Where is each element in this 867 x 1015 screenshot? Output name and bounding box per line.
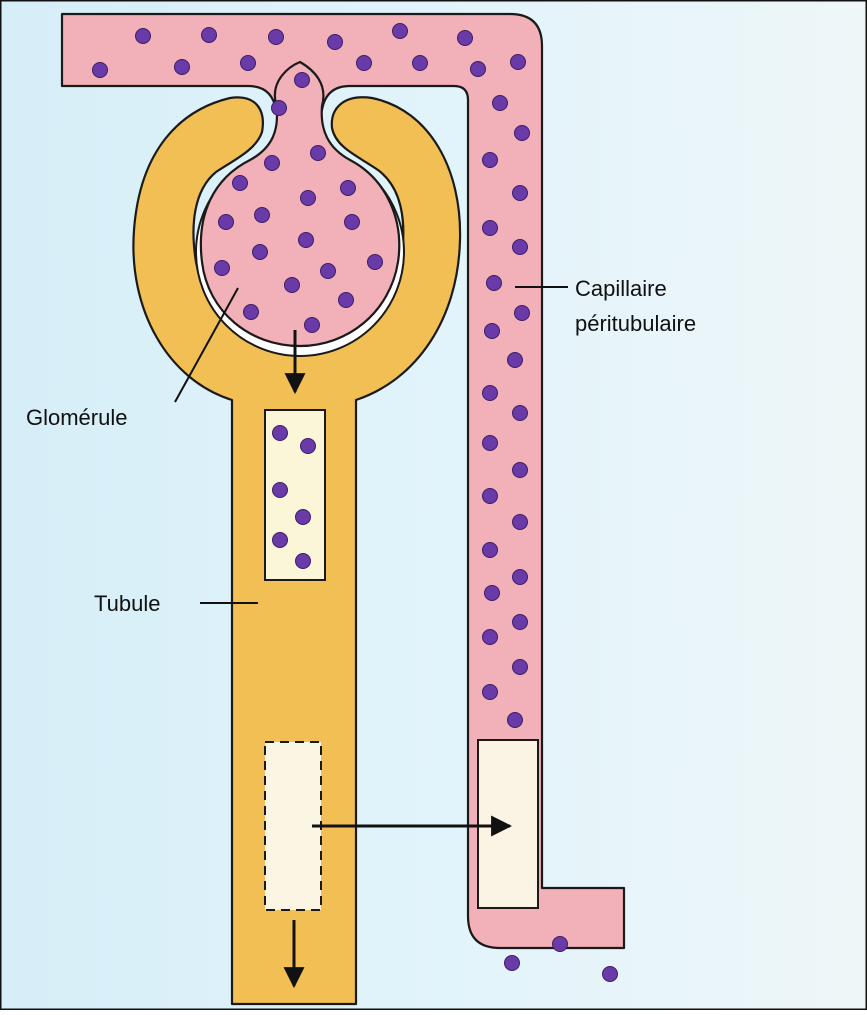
molecule-dot [328, 35, 343, 50]
molecule-dot [513, 186, 528, 201]
molecule-dot [175, 60, 190, 75]
molecule-dot [285, 278, 300, 293]
molecule-dot [513, 615, 528, 630]
molecule-dot [233, 176, 248, 191]
molecule-dot [515, 126, 530, 141]
molecule-dot [485, 586, 500, 601]
molecule-dot [485, 324, 500, 339]
molecule-dot [321, 264, 336, 279]
molecule-dot [299, 233, 314, 248]
molecule-dot [244, 305, 259, 320]
molecule-dot [483, 153, 498, 168]
molecule-dot [357, 56, 372, 71]
molecule-dot [202, 28, 217, 43]
molecule-dot [483, 543, 498, 558]
molecule-dot [241, 56, 256, 71]
molecule-dot [483, 436, 498, 451]
capillary-label-line1: Capillaire [575, 276, 667, 301]
molecule-dot [458, 31, 473, 46]
molecule-dot [508, 713, 523, 728]
molecule-dot [505, 956, 520, 971]
molecule-dot [513, 463, 528, 478]
molecule-dot [273, 426, 288, 441]
molecule-dot [219, 215, 234, 230]
molecule-dot [513, 570, 528, 585]
molecule-dot [301, 439, 316, 454]
molecule-dot [483, 685, 498, 700]
molecule-dot [483, 221, 498, 236]
molecule-dot [603, 967, 618, 982]
molecule-dot [301, 191, 316, 206]
molecule-dot [136, 29, 151, 44]
molecule-dot [345, 215, 360, 230]
molecule-dot [483, 386, 498, 401]
molecule-dot [513, 660, 528, 675]
molecule-dot [272, 101, 287, 116]
capillary-label-line2: péritubulaire [575, 311, 696, 336]
molecule-dot [393, 24, 408, 39]
molecule-dot [269, 30, 284, 45]
molecule-dot [93, 63, 108, 78]
molecule-dot [368, 255, 383, 270]
molecule-dot [341, 181, 356, 196]
reabsorption-box-capillary [478, 740, 538, 908]
molecule-dot [295, 73, 310, 88]
molecule-dot [471, 62, 486, 77]
glomerulus-label: Glomérule [26, 405, 127, 430]
molecule-dot [273, 533, 288, 548]
molecule-dot [513, 515, 528, 530]
molecule-dot [296, 510, 311, 525]
molecule-dot [273, 483, 288, 498]
molecule-dot [339, 293, 354, 308]
molecule-dot [483, 630, 498, 645]
molecule-dot [305, 318, 320, 333]
molecule-dot [515, 306, 530, 321]
tubule-label: Tubule [94, 591, 160, 616]
molecule-dot [253, 245, 268, 260]
molecule-dot [413, 56, 428, 71]
molecule-dot [265, 156, 280, 171]
molecule-dot [215, 261, 230, 276]
molecule-dot [487, 276, 502, 291]
molecule-dot [493, 96, 508, 111]
molecule-dot [296, 554, 311, 569]
molecule-dot [255, 208, 270, 223]
molecule-dot [513, 240, 528, 255]
molecule-dot [513, 406, 528, 421]
molecule-dot [483, 489, 498, 504]
molecule-dot [553, 937, 568, 952]
molecule-dot [508, 353, 523, 368]
molecule-dot [311, 146, 326, 161]
molecule-dot [511, 55, 526, 70]
